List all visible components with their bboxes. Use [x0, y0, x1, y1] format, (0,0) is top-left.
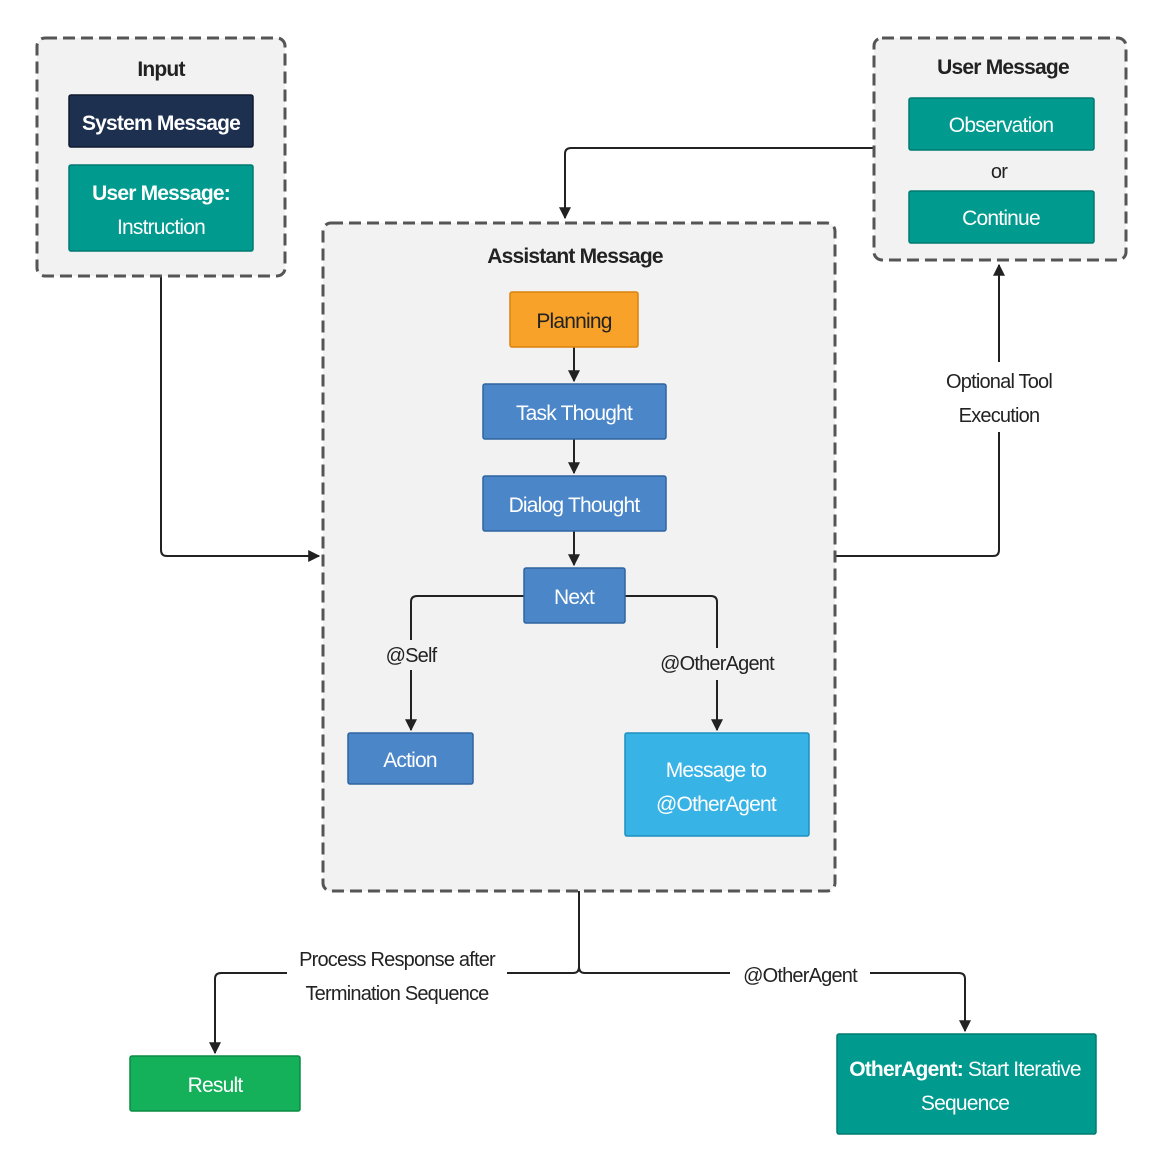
observation-box — [908, 97, 1095, 151]
planning-box — [509, 291, 639, 348]
optional-tool-label: Optional Tool — [946, 371, 1052, 393]
user-message-label: User Message: — [92, 182, 230, 205]
other-agent-label: @OtherAgent — [660, 653, 775, 675]
input-panel: Input System Message User Message: Instr… — [35, 36, 287, 278]
other-agent-output-arrow — [578, 966, 971, 1033]
user-message-title: User Message — [937, 56, 1069, 79]
other-agent-start-label: OtherAgent: Start Iterative — [849, 1058, 1081, 1081]
observation-label: Observation — [949, 114, 1054, 137]
input-to-assistant-arrow — [160, 276, 321, 562]
task-thought-box — [482, 383, 667, 440]
input-title: Input — [137, 58, 185, 81]
continue-label: Continue — [962, 207, 1040, 230]
result-label: Result — [188, 1074, 244, 1097]
assistant-message-panel: Assistant Message Planning Task Thought … — [321, 221, 837, 893]
self-label: @Self — [386, 645, 438, 667]
user-to-assistant-arrow — [559, 147, 874, 220]
system-message-box — [68, 94, 254, 148]
result-box — [129, 1055, 301, 1112]
message-to-label: Message to — [666, 759, 767, 782]
execution-label: Execution — [959, 405, 1040, 427]
or-label: or — [991, 161, 1008, 183]
instruction-label: Instruction — [117, 216, 205, 239]
action-box — [347, 732, 474, 785]
termination-sequence-label: Termination Sequence — [305, 983, 489, 1005]
message-to-other-agent-box — [624, 732, 810, 837]
system-message-label: System Message — [82, 112, 240, 135]
assistant-title: Assistant Message — [487, 245, 663, 268]
continue-box — [908, 190, 1095, 244]
next-box — [523, 567, 626, 624]
process-response-label: Process Response after — [299, 949, 496, 971]
user-message-instruction-box — [68, 164, 254, 252]
sequence-label: Sequence — [921, 1092, 1009, 1115]
task-thought-label: Task Thought — [516, 402, 633, 425]
tool-execution-arrow — [835, 263, 1005, 557]
user-message-panel: User Message Observation or Continue — [872, 36, 1128, 262]
other-agent-start-box — [836, 1033, 1097, 1135]
dialog-thought-box — [482, 475, 667, 532]
dialog-thought-label: Dialog Thought — [509, 494, 641, 517]
action-label: Action — [383, 749, 437, 772]
next-label: Next — [554, 586, 595, 609]
message-other-agent-label: @OtherAgent — [656, 793, 777, 816]
bottom-other-agent-label: @OtherAgent — [743, 965, 858, 987]
planning-label: Planning — [536, 310, 611, 333]
